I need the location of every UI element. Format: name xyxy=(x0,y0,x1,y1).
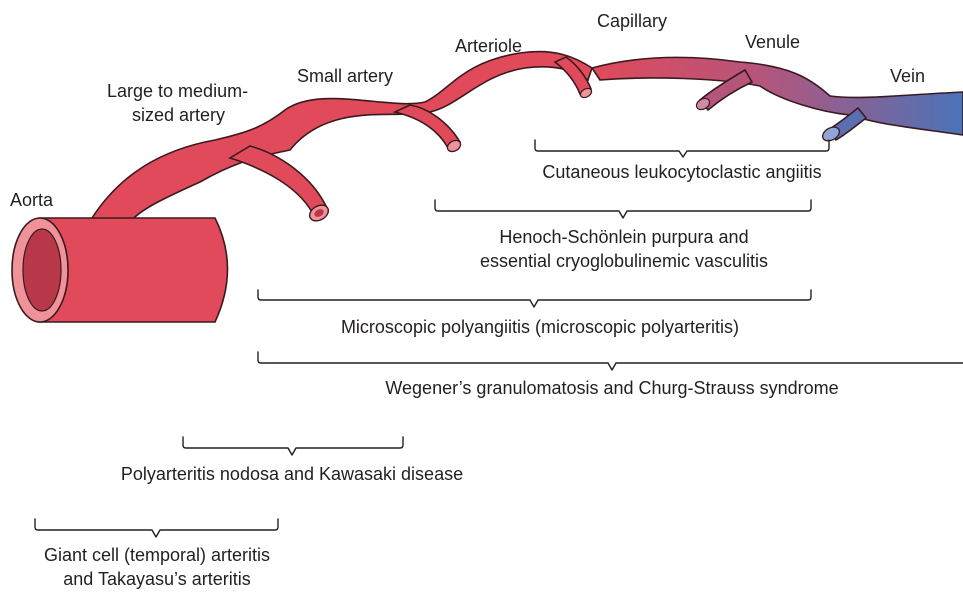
brace-hsp xyxy=(435,200,811,218)
brace-gca xyxy=(35,519,278,537)
label-large-medium-line2: sized artery xyxy=(132,105,225,125)
label-aorta: Aorta xyxy=(10,190,54,210)
label-hsp-line2: essential cryoglobulinemic vasculitis xyxy=(480,251,768,271)
arteriole-branch xyxy=(395,105,460,148)
label-capillary: Capillary xyxy=(597,11,667,31)
label-venule: Venule xyxy=(745,32,800,52)
label-pan: Polyarteritis nodosa and Kawasaki diseas… xyxy=(121,464,463,484)
label-vein: Vein xyxy=(890,66,925,86)
small-artery-branch xyxy=(230,146,326,212)
label-wegener: Wegener’s granulomatosis and Churg-Strau… xyxy=(385,378,838,398)
brace-mpa xyxy=(258,290,811,307)
brace-cutaneous xyxy=(535,140,829,157)
label-arteriole: Arteriole xyxy=(455,36,522,56)
label-small-artery: Small artery xyxy=(297,66,393,86)
aorta-lumen xyxy=(23,229,61,311)
label-hsp-line1: Henoch-Schönlein purpura and xyxy=(499,227,748,247)
label-mpa: Microscopic polyangiitis (microscopic po… xyxy=(341,317,739,337)
disease-ranges: Cutaneous leukocytoclastic angiitis Heno… xyxy=(35,140,963,589)
label-cutaneous: Cutaneous leukocytoclastic angiitis xyxy=(542,162,821,182)
aorta-cylinder xyxy=(12,218,228,322)
brace-wegener xyxy=(258,352,963,370)
label-large-medium-line1: Large to medium- xyxy=(107,81,248,101)
label-gca-line1: Giant cell (temporal) arteritis xyxy=(44,545,270,565)
label-gca-line2: and Takayasu’s arteritis xyxy=(63,569,250,589)
brace-pan xyxy=(183,437,403,455)
